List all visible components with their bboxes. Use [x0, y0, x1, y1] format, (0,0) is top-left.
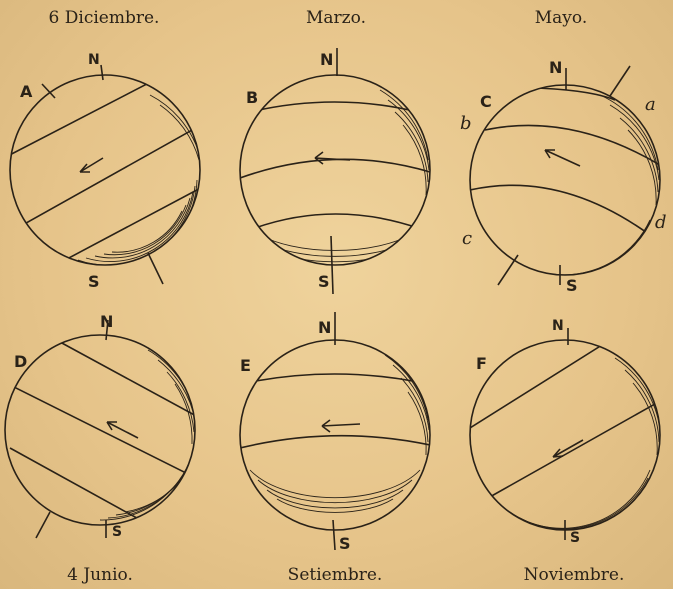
globe-b-letter: B	[246, 88, 258, 107]
globe-e	[240, 312, 430, 550]
caption-setiembre: Setiembre.	[288, 565, 383, 585]
shading-f	[500, 348, 660, 529]
globe-c-letter: C	[480, 92, 492, 111]
globe-d-south-label: S	[112, 524, 122, 540]
globe-e-letter: E	[240, 356, 251, 375]
globe-c-south-label: S	[566, 276, 578, 295]
globe-a-letter: A	[20, 82, 32, 101]
globe-f-north-label: N	[552, 318, 564, 334]
globe-a-south-label: S	[88, 272, 100, 291]
caption-6-diciembre: 6 Diciembre.	[49, 8, 160, 28]
globe-c-label-a: a	[645, 94, 656, 115]
globe-d-letter: D	[14, 352, 27, 371]
globe-f-south-label: S	[570, 530, 580, 546]
globe-e-south-label: S	[339, 534, 351, 553]
globe-c-label-c: c	[462, 228, 472, 249]
globe-c-north-label: N	[549, 58, 562, 77]
globe-b-north-label: N	[320, 50, 333, 69]
caption-noviembre: Noviembre.	[524, 565, 625, 585]
caption-mayo: Mayo.	[535, 8, 588, 28]
globe-f	[470, 328, 662, 540]
globe-c-label-d: d	[655, 212, 667, 233]
globe-c	[470, 66, 660, 285]
globe-d-north-label: N	[100, 312, 113, 331]
shading-a	[30, 95, 199, 269]
globe-b	[240, 48, 430, 294]
shading-d	[100, 350, 195, 520]
globe-c-label-b: b	[460, 113, 472, 134]
globe-b-south-label: S	[318, 272, 330, 291]
globe-d	[0, 320, 200, 538]
globe-e-north-label: N	[318, 318, 331, 337]
shading-b	[260, 90, 429, 266]
globe-a-north-label: N	[88, 52, 100, 68]
globe-f-letter: F	[476, 354, 487, 373]
caption-marzo: Marzo.	[306, 8, 366, 28]
caption-4-junio: 4 Junio.	[67, 565, 133, 585]
